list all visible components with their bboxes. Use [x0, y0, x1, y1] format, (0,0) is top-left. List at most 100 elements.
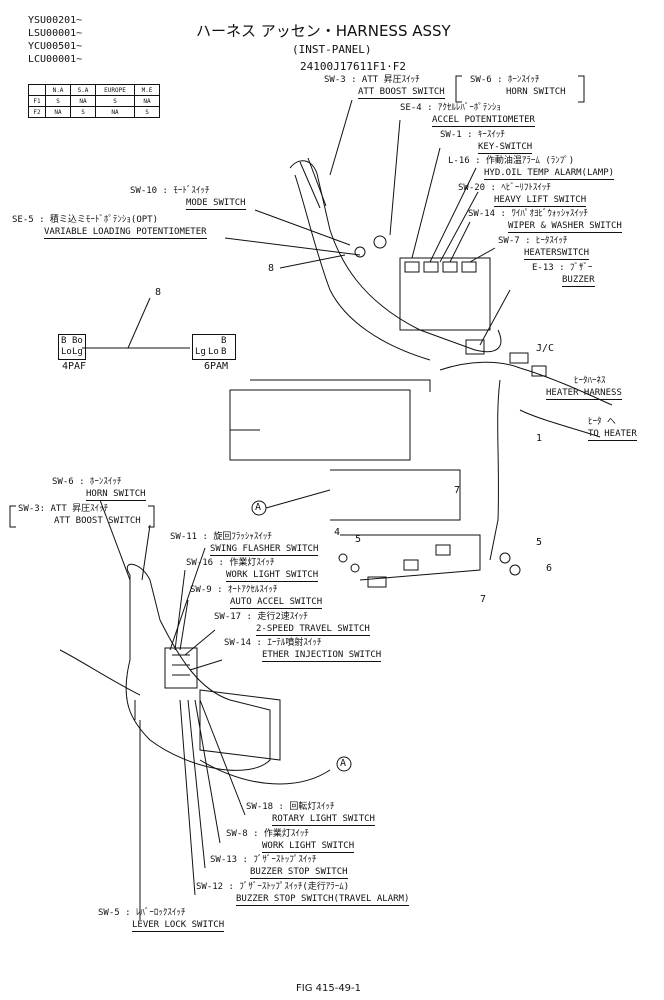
fitment-cell: F2 [28, 106, 46, 118]
nut-symbol [509, 564, 521, 576]
label-sw1-en: KEY-SWITCH [478, 142, 533, 154]
leader-8-mid [127, 297, 151, 349]
leader-sw3-bottom [141, 524, 151, 581]
leader-8-top [279, 254, 346, 269]
lower-switch-block [164, 647, 198, 689]
label-sw13-jp: SW-13 : ﾌﾞｻﾞｰｽﾄｯﾌﾟｽｲｯﾁ [210, 855, 317, 865]
top-console-inner [294, 174, 431, 361]
pin-label: B [61, 336, 67, 346]
leader-sw14 [449, 221, 471, 263]
label-sw6-bottom-jp: SW-6 : ﾎｰﾝｽｲｯﾁ [52, 477, 122, 487]
callout-6: 6 [546, 563, 553, 574]
label-sw3-top-jp: SW-3 : ATT 昇圧ｽｲｯﾁ [324, 75, 420, 85]
pin-label: B [221, 347, 227, 357]
wire-connector [403, 559, 419, 571]
leader-sw11 [169, 547, 206, 651]
bolt-symbol [338, 553, 348, 563]
lower-wire-run [340, 534, 481, 581]
label-sw3-bottom-en: ATT BOOST SWITCH [54, 516, 141, 526]
label-se4-en: ACCEL POTENTIOMETER [432, 115, 535, 127]
top-lever [299, 157, 327, 209]
connector-4paf-name: 4PAF [62, 361, 87, 372]
sw6-top-bracket [455, 75, 585, 103]
leader-sw8 [194, 699, 221, 844]
label-sw17-jp: SW-17 : 走行2速ｽｲｯﾁ [214, 612, 308, 622]
top-switch [423, 261, 439, 273]
label-sw16-en: WORK LIGHT SWITCH [226, 570, 319, 582]
figure-number: FIG 415-49-1 [296, 983, 362, 994]
serial-4: LCU00001~ [28, 54, 83, 65]
label-se4-jp: SE-4 : ｱｸｾﾙﾚﾊﾞｰﾎﾟﾃﾝｼｮ [400, 103, 501, 113]
leader-se5 [224, 237, 361, 256]
washer-symbol [499, 552, 511, 564]
label-e13-en: BUZZER [562, 275, 595, 287]
wire-connector [367, 576, 387, 588]
label-sw12-jp: SW-12 : ﾌﾞｻﾞｰｽﾄｯﾌﾟｽｲｯﾁ(走行ｱﾗｰﾑ) [196, 882, 350, 892]
diagram-title: ハーネス アッセン・HARNESS ASSY [196, 22, 451, 40]
label-sw14-bottom-jp: SW-14 : ｴｰﾃﾙ噴射ｽｲｯﾁ [224, 638, 322, 648]
label-sw8-jp: SW-8 : 作業灯ｽｲｯﾁ [226, 829, 309, 839]
label-sw14-top-jp: SW-14 : ﾜｲﾊﾟｵﾖﾋﾞｳｫｯｼｬｽｲｯﾁ [468, 209, 588, 219]
label-sw18-en: ROTARY LIGHT SWITCH [272, 814, 375, 826]
pin-label: B [221, 336, 227, 346]
label-sw5-jp: SW-5 : ﾚﾊﾞｰﾛｯｸｽｲｯﾁ [98, 908, 186, 918]
serial-1: YSU00201~ [28, 15, 83, 26]
heater-harness-wire [439, 361, 613, 406]
buzzer-symbol [465, 339, 485, 355]
leader-a-top [265, 489, 331, 509]
label-sw7-jp: SW-7 : ﾋｰﾀｽｲｯﾁ [498, 236, 568, 246]
callout-8-mid: 8 [155, 287, 162, 298]
label-sw9-en: AUTO ACCEL SWITCH [230, 597, 323, 609]
jc-connector [531, 365, 547, 377]
fitment-cell: NA [95, 106, 135, 118]
fitment-cell: NA [134, 95, 160, 107]
leader-sw7 [469, 247, 496, 263]
pin-label: Lg [195, 347, 206, 357]
callout-a-bottom: A [340, 758, 347, 769]
top-switch [404, 261, 420, 273]
fitment-row-f1: F1 S NA S NA [28, 95, 160, 107]
pin-label: Bo [72, 336, 83, 346]
leader-sw10 [254, 209, 351, 246]
label-sw16-jp: SW-16 : 作業灯ｽｲｯﾁ [186, 558, 275, 568]
connector-6pam-name: 6PAM [204, 361, 229, 372]
label-sw5-en: LEVER LOCK SWITCH [132, 920, 225, 932]
potentiometer-symbol [354, 246, 366, 258]
leader-sw9 [179, 599, 189, 651]
callout-circle-a-bottom [336, 756, 352, 772]
sw3-bottom-bracket [9, 505, 155, 528]
label-sw6-top-en: HORN SWITCH [506, 87, 566, 97]
callout-a-top: A [255, 502, 262, 513]
serial-3: YCU00501~ [28, 41, 83, 52]
leader-sw20 [439, 191, 479, 263]
top-switch-panel [399, 257, 491, 331]
label-sw6-top-jp: SW-6 : ﾎｰﾝｽｲｯﾁ [470, 75, 540, 85]
pin-label: Lo [208, 347, 219, 357]
connector-6pam: B Lg Lo B [192, 334, 236, 360]
lower-console-outline [125, 563, 271, 771]
callout-7-upper: 7 [454, 485, 461, 496]
leader-se4 [389, 119, 401, 236]
serial-2: LSU00001~ [28, 28, 83, 39]
leader-sw14-bottom [189, 659, 223, 671]
label-sw11-jp: SW-11 : 旋回ﾌﾗｯｼｬｽｲｯﾁ [170, 532, 272, 542]
label-sw17-en: 2-SPEED TRAVEL SWITCH [256, 624, 370, 636]
leader-sw3 [329, 99, 353, 176]
callout-7-lower: 7 [480, 594, 487, 605]
mid-frame [229, 389, 411, 461]
lower-switch-detail [172, 654, 190, 676]
label-sw9-jp: SW-9 : ｵｰﾄｱｸｾﾙｽｲｯﾁ [190, 585, 278, 595]
callout-5-left: 5 [355, 534, 362, 545]
label-heater-harness-jp: ﾋｰﾀﾊｰﾈｽ [574, 376, 606, 386]
pin-label: Lg [72, 347, 83, 357]
lower-console-panel [199, 689, 281, 761]
callout-5-right: 5 [536, 537, 543, 548]
part-number: 24100J17611F1·F2 [300, 60, 406, 73]
label-sw13-en: BUZZER STOP SWITCH [250, 867, 348, 879]
label-sw3-bottom-jp: SW-3: ATT 昇圧ｽｲｯﾁ [18, 504, 109, 514]
label-e13-jp: E-13 : ﾌﾞｻﾞｰ [532, 263, 593, 273]
label-sw12-en: BUZZER STOP SWITCH(TRAVEL ALARM) [236, 894, 410, 906]
fitment-row-f2: F2 NA S NA S [28, 106, 160, 118]
leader-l16 [429, 167, 477, 263]
